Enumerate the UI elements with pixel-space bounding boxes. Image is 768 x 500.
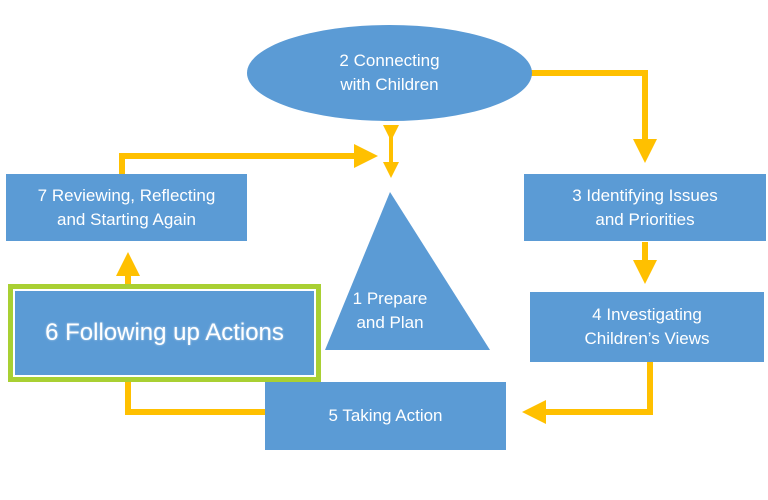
prepare-plan-triangle xyxy=(325,192,490,350)
arrow-connecting-to-identifying xyxy=(530,70,657,163)
node-taking-action-label: 5 Taking Action xyxy=(328,406,443,425)
arrow-reviewing-to-center xyxy=(119,144,378,174)
node-connecting-label: 2 Connecting with Children xyxy=(339,51,440,94)
node-identifying-label: 3 Identifying Issues and Priorities xyxy=(572,185,718,229)
node-investigating-label: 4 Investigating Children’s Views xyxy=(584,305,710,348)
node-identifying-issues: 3 Identifying Issues and Priorities xyxy=(524,174,766,241)
arrow-taking-action-to-following-up xyxy=(125,382,268,415)
node-following-up-actions: 6 Following up Actions xyxy=(8,284,321,382)
node-connecting-with-children: 2 Connecting with Children xyxy=(247,25,532,121)
node-reviewing-reflecting: 7 Reviewing, Reflecting and Starting Aga… xyxy=(6,174,247,241)
node-following-up-label: 6 Following up Actions xyxy=(45,319,284,346)
node-investigating-views: 4 Investigating Children’s Views xyxy=(530,292,764,362)
arrow-investigating-to-taking-action xyxy=(522,362,653,424)
node-following-up-fill: 6 Following up Actions xyxy=(15,291,314,375)
node-taking-action: 5 Taking Action xyxy=(265,382,506,450)
node-reviewing-label: 7 Reviewing, Reflecting and Starting Aga… xyxy=(37,185,216,229)
node-prepare-label: 1 Prepare and Plan xyxy=(352,289,428,332)
